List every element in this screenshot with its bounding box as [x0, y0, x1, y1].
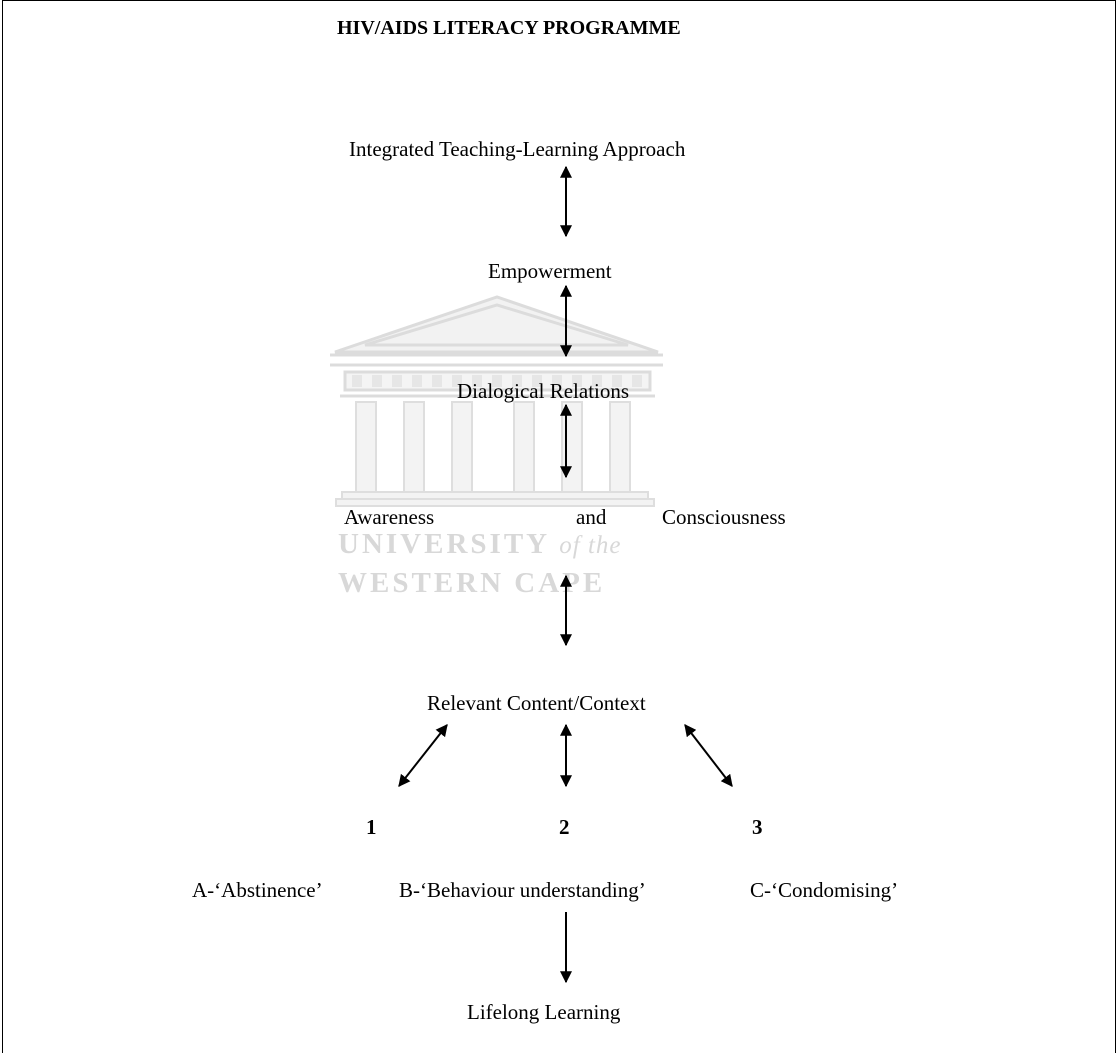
node-lifelong-learning: Lifelong Learning [467, 1000, 621, 1024]
node-relevant-content-context: Relevant Content/Context [427, 691, 646, 715]
node-integrated-teaching-learning: Integrated Teaching-Learning Approach [349, 137, 686, 161]
node-empowerment: Empowerment [488, 259, 612, 283]
branch-condomising: C-‘Condomising’ [750, 878, 899, 902]
node-awareness-and: and [576, 505, 607, 529]
watermark-western-cape: WESTERN CAPE [338, 567, 606, 599]
branch-number-1: 1 [366, 815, 377, 839]
branch-behaviour-understanding: B-‘Behaviour understanding’ [399, 878, 646, 902]
node-awareness: Awareness [344, 505, 435, 529]
arrow-relevant-branch-3 [684, 724, 733, 787]
diagram-title: HIV/AIDS LITERACY PROGRAMME [337, 17, 681, 39]
branch-abstinence: A-‘Abstinence’ [192, 878, 323, 902]
branch-number-3: 3 [752, 815, 763, 839]
branch-number-2: 2 [559, 815, 570, 839]
node-consciousness: Consciousness [662, 505, 786, 529]
arrow-relevant-branch-1 [398, 724, 448, 787]
watermark-university: UNIVERSITY of the [338, 528, 622, 560]
node-dialogical-relations: Dialogical Relations [457, 379, 630, 403]
